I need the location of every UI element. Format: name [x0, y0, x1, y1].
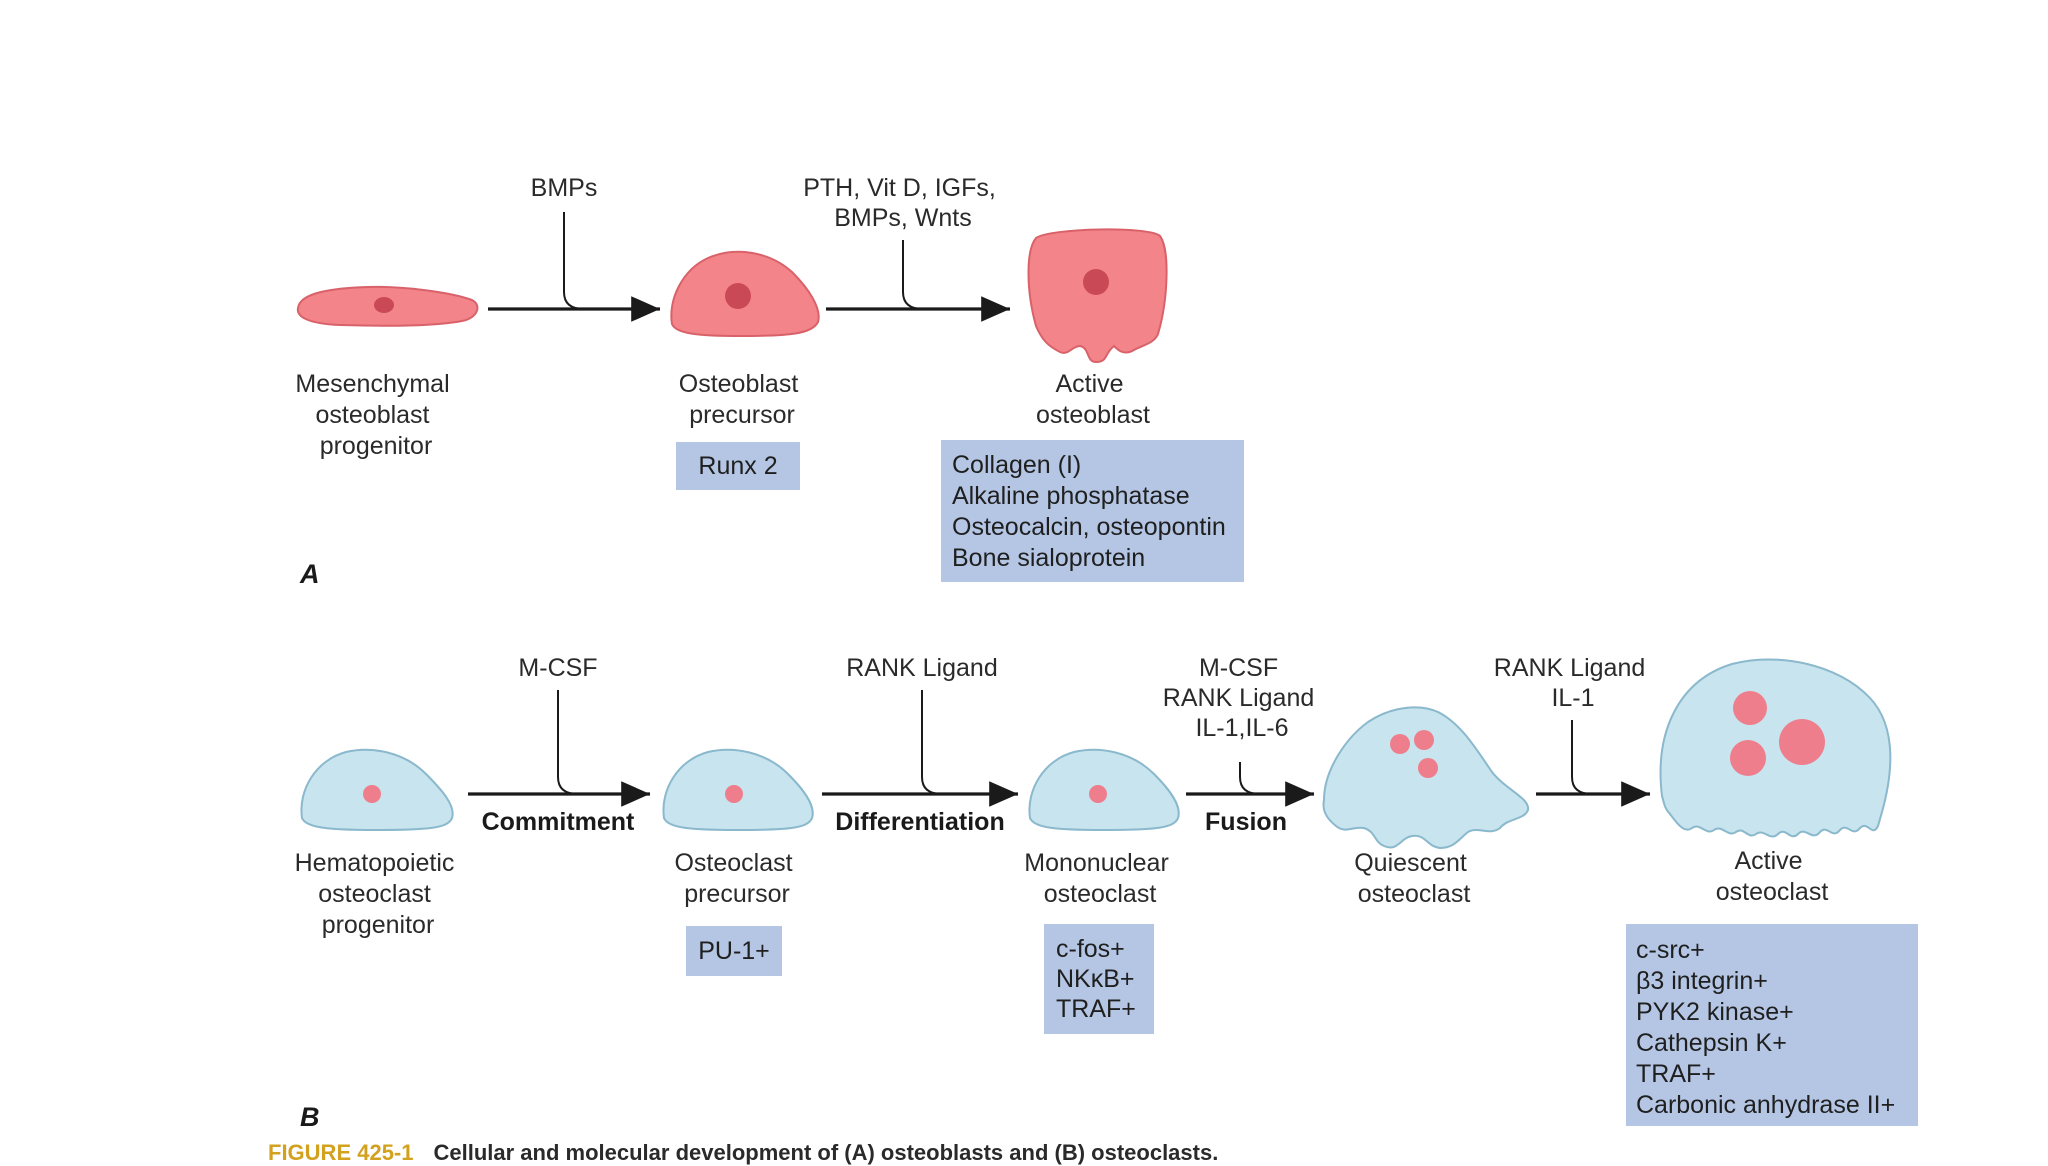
figure-tag: FIGURE 425-1: [268, 1140, 414, 1165]
signal-feed-b4: [1571, 720, 1593, 795]
hematopoietic-progenitor-cell: [300, 748, 454, 832]
step-differentiation: Differentiation: [835, 808, 1004, 836]
signal-feed-a1: [563, 212, 585, 310]
signal-label: RANK Ligand: [846, 654, 997, 682]
marker-box: c-fos+ NKκB+ TRAF+: [1044, 924, 1154, 1034]
signal-feed-b2: [921, 690, 943, 795]
panel-b: M-CSF RANK Ligand M-CSF RANK Ligand IL-1…: [295, 654, 1918, 1132]
panel-a: BMPs PTH, Vit D, IGFs, BMPs, Wnts Mesenc…: [295, 174, 1244, 589]
signal-label: PTH, Vit D, IGFs, BMPs, Wnts: [803, 174, 1003, 232]
signal-feed-a2: [902, 240, 924, 310]
active-osteoclast-cell: [1659, 658, 1892, 838]
marker-box: Collagen (I) Alkaline phosphatase Osteoc…: [941, 440, 1244, 582]
cell-label: Active osteoclast: [1716, 847, 1829, 906]
osteoblast-precursor-cell: [670, 250, 820, 338]
mononuclear-osteoclast-cell: [1028, 748, 1180, 832]
svg-text:Runx 2: Runx 2: [698, 452, 777, 480]
cell-label: Osteoclast precursor: [674, 849, 799, 908]
caption-text: Cellular and molecular development of (A…: [433, 1140, 1219, 1165]
marker-box: Runx 2: [676, 442, 800, 490]
marker-box: c-src+ β3 integrin+ PYK2 kinase+ Catheps…: [1626, 924, 1918, 1126]
signal-feed-b1: [557, 690, 579, 795]
svg-text:c-src+ β3 integrin+: c-src+ β3 integrin+ PYK2 kinase+ Catheps…: [1636, 936, 1895, 1119]
active-osteoblast-cell: [1027, 228, 1168, 364]
panel-label-b: B: [300, 1102, 320, 1132]
step-commitment: Commitment: [482, 808, 635, 836]
panel-label-a: A: [299, 559, 320, 589]
cell-label: Osteoblast precursor: [679, 370, 805, 429]
svg-text:PU-1+: PU-1+: [698, 937, 770, 965]
step-fusion: Fusion: [1205, 808, 1287, 836]
signal-label: BMPs: [531, 174, 598, 202]
signal-label: M-CSF RANK Ligand IL-1,IL-6: [1163, 654, 1321, 742]
cell-label: Mononuclear osteoclast: [1024, 849, 1175, 908]
cell-label: Mesenchymal osteoblast progenitor: [295, 370, 456, 460]
signal-feed-b3: [1239, 762, 1261, 795]
cell-label: Hematopoietic osteoclast progenitor: [295, 849, 462, 939]
quiescent-osteoclast-cell: [1322, 706, 1530, 850]
mesenchymal-progenitor-cell: [296, 285, 479, 327]
marker-box: PU-1+: [686, 926, 782, 976]
svg-text:c-fos+ NKκB+ T: c-fos+ NKκB+ TRAF+: [1056, 935, 1141, 1023]
cell-label: Active osteoblast: [1036, 370, 1150, 429]
signal-label: RANK Ligand IL-1: [1494, 654, 1652, 712]
signal-label: M-CSF: [518, 654, 597, 682]
svg-text:Collagen (I) Alkaline: Collagen (I) Alkaline phosphatase Osteoc…: [952, 451, 1233, 572]
cell-label: Quiescent osteoclast: [1354, 849, 1474, 908]
figure-caption: FIGURE 425-1 Cellular and molecular devel…: [268, 1140, 1888, 1165]
osteoclast-precursor-cell: [662, 748, 814, 832]
